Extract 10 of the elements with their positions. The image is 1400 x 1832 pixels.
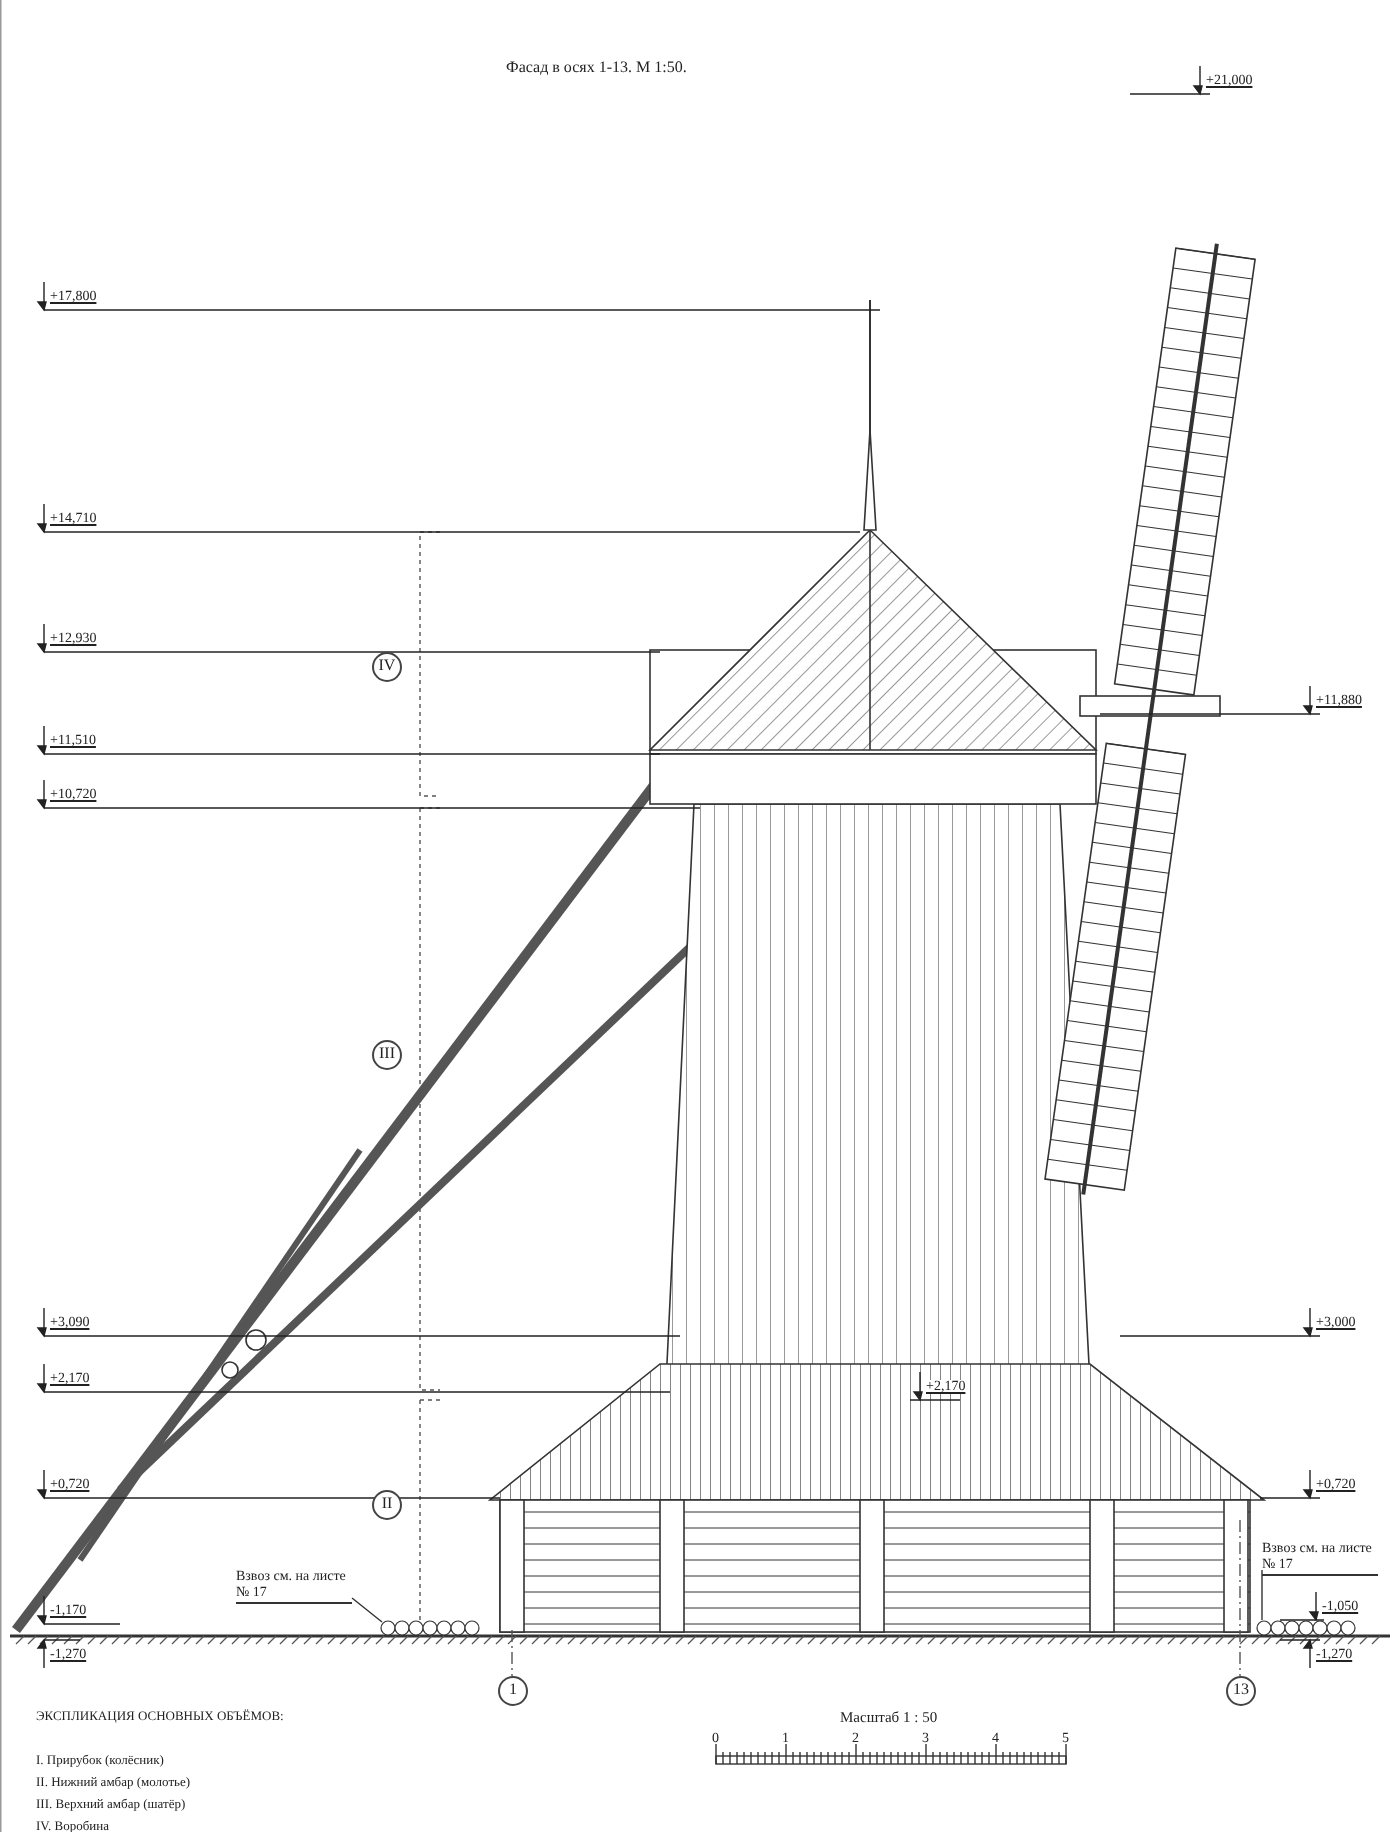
- section-callout: IV: [372, 652, 402, 682]
- log-ramp-drawing: [1256, 1620, 1356, 1636]
- axis-marker: 13: [1226, 1676, 1256, 1706]
- leader-line: [1261, 1569, 1263, 1621]
- title: Фасад в осях 1-13. М 1:50.: [506, 60, 687, 76]
- log-ramp-drawing: [380, 1620, 480, 1636]
- axis-marker: 1: [498, 1676, 528, 1706]
- section-callout: II: [372, 1490, 402, 1520]
- section-callout: III: [372, 1040, 402, 1070]
- leader-line: [351, 1597, 383, 1623]
